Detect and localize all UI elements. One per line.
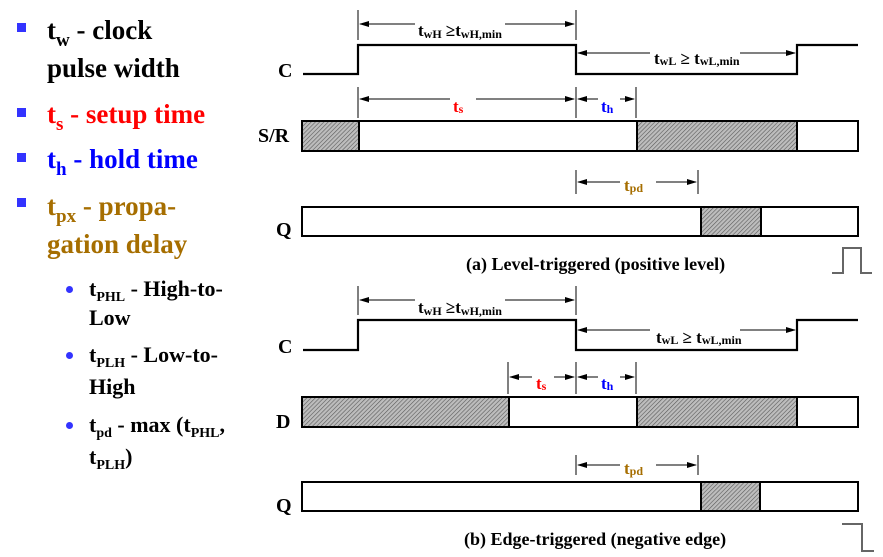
invalid-region: [636, 396, 798, 428]
square-bullet-icon: [17, 198, 26, 207]
definition-tw-line2: pulse width: [47, 53, 180, 83]
signal-label-input-a: S/R: [258, 125, 290, 147]
tpd-label-b: tpd: [624, 459, 643, 478]
caption-a: (a) Level-triggered (positive level): [466, 254, 725, 275]
signal-label-clock-a: C: [278, 60, 292, 82]
dot-bullet-icon: [66, 352, 73, 359]
dot-bullet-icon: [66, 286, 73, 293]
subdefinition-tplh: tPLH - Low-to-: [89, 342, 218, 371]
clock-waveform-b: [303, 318, 858, 352]
square-bullet-icon: [17, 153, 26, 162]
invalid-region: [700, 206, 762, 237]
clock-waveform-a: [303, 43, 858, 76]
caption-b: (b) Edge-triggered (negative edge): [464, 529, 726, 550]
signal-label-output-a: Q: [276, 219, 292, 241]
subdefinition-tpd: tpd - max (tPHL,: [89, 412, 225, 441]
square-bullet-icon: [17, 108, 26, 117]
definitions-panel: tw - clock pulse width ts - setup time t…: [0, 0, 262, 557]
signal-label-clock-b: C: [278, 336, 292, 358]
th-label-b: th: [601, 374, 614, 393]
th-label-a: th: [601, 97, 614, 116]
invalid-region: [301, 120, 360, 152]
twh-label-a: twH ≥twH,min: [418, 21, 502, 41]
twl-label-b: twL ≥ twL,min: [656, 328, 742, 347]
output-bus-b: [301, 481, 859, 512]
subdefinition-tplh-line2: High: [89, 374, 136, 399]
subdefinition-tphl: tPHL - High-to-: [89, 276, 223, 305]
positive-pulse-icon: [832, 247, 872, 274]
signal-label-output-b: Q: [276, 495, 292, 517]
subdefinition-tpd-line2: tPLH): [89, 444, 133, 473]
definition-ts: ts - setup time: [47, 99, 206, 135]
twl-label-a: twL ≥ twL,min: [654, 49, 740, 68]
ts-label-a: ts: [453, 97, 464, 116]
diagram-b: C twH ≥twH,min twL ≥ twL,min ts th D tpd…: [276, 286, 874, 552]
dot-bullet-icon: [66, 422, 73, 429]
invalid-region: [636, 120, 798, 152]
definition-tpx-line2: gation delay: [47, 229, 188, 259]
ts-label-b: ts: [536, 374, 547, 393]
diagram-a: C twH ≥twH,min twL ≥ twL,min ts th S/R: [258, 10, 872, 275]
square-bullet-icon: [17, 23, 26, 32]
definition-th: th - hold time: [47, 144, 198, 180]
signal-label-input-b: D: [276, 411, 290, 433]
subdefinition-tphl-line2: Low: [89, 305, 131, 330]
definition-tpx: tpx - propa-: [47, 191, 177, 227]
definition-tw: tw - clock: [47, 15, 153, 51]
invalid-region: [700, 481, 761, 512]
twh-label-b: twH ≥twH,min: [418, 298, 502, 318]
tpd-label-a: tpd: [624, 176, 643, 195]
negative-edge-icon: [842, 523, 874, 552]
invalid-region: [301, 396, 510, 428]
output-bus-a: [301, 206, 859, 237]
